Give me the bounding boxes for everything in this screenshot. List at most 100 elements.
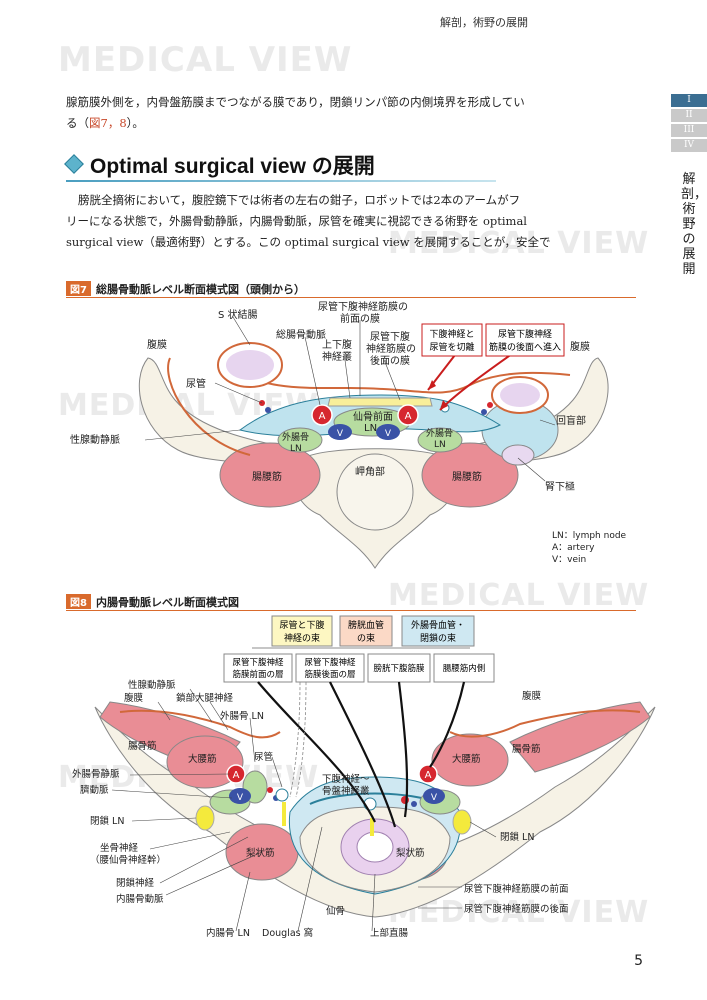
label-sheath-back: 後面の膜 — [370, 354, 410, 367]
artery-label: A — [405, 411, 412, 422]
chapter-tab-3[interactable]: III — [671, 124, 707, 137]
label-cecum: 回盲部 — [556, 414, 586, 427]
label-ext-vein: 外腸骨静脈 — [72, 768, 120, 780]
label-gonadal: 性腺動静脈 — [70, 433, 120, 446]
bundle-box-text: 神経の束 — [284, 632, 320, 644]
vein-right — [376, 424, 400, 440]
layer-box-text: 尿管下腹神経 — [232, 657, 284, 668]
bundle-box-ureter — [271, 615, 333, 647]
artery-right — [397, 404, 419, 426]
label-psoas-right: 大腰筋 — [452, 753, 481, 765]
label-sacral-ln: LN — [364, 423, 377, 434]
figure8-number: 図8 — [66, 594, 91, 609]
label-ext-ln-right: 外腸骨 — [426, 427, 453, 439]
layer-box-text: 筋膜前面の層 — [232, 669, 283, 680]
callout-text: 筋膜の後面へ進入 — [489, 341, 561, 353]
bundle-box-bladder — [339, 615, 393, 647]
vein-left — [328, 424, 352, 440]
figure8-diagram: 尿管と下腹 神経の束 膀胱血管 の束 外腸骨血管・ 閉鎖の束 尿管下腹神経 筋膜… — [72, 615, 656, 939]
label-sheath-back: 神経筋膜の — [366, 342, 416, 355]
label-douglas: Douglas 窩 — [262, 927, 313, 939]
chapter-tab-2[interactable]: II — [671, 109, 707, 122]
bundle-box-external — [401, 615, 475, 647]
chapter-tabs: I II III IV — [671, 94, 707, 154]
label-hypogastric: 上下腹 — [322, 338, 352, 351]
callout-text: 下腹神経と — [429, 328, 474, 340]
hypogastric-sheath — [327, 397, 433, 407]
label-psoas-left: 腸腰筋 — [252, 470, 282, 483]
vertebral-body — [336, 453, 414, 531]
label-int-ln: 内腸骨 LN — [206, 927, 250, 939]
obturator-ln-right — [452, 809, 472, 835]
bundle-box-text: 閉鎖の束 — [420, 632, 456, 644]
label-femoral-nerve: 鎖部大腿神経 — [176, 692, 234, 704]
label-ext-ln-left: 外腸骨 — [282, 431, 309, 443]
callout-box — [421, 323, 483, 357]
label-psoas-right: 腸腰筋 — [452, 470, 482, 483]
label-rectum: 上部直腸 — [370, 927, 409, 939]
figure8-rule — [66, 610, 636, 611]
muscle-right — [509, 701, 651, 773]
chapter-tab-4[interactable]: IV — [671, 139, 707, 152]
artery-left — [311, 404, 333, 426]
figure7-diagram: A V A V 下腹神経と 尿管を切離 尿管下腹神経 筋膜の後面へ進入 腹膜 S… — [70, 300, 627, 569]
ext-iliac-lymph-node-right — [417, 427, 463, 453]
peritoneum-line — [119, 709, 281, 739]
layer-box — [223, 653, 293, 683]
label-sacral-ln: 仙骨前面 — [353, 410, 393, 423]
label-peritoneum-left: 腹膜 — [124, 692, 144, 704]
label-common-iliac: 総腸骨動脈 — [276, 328, 326, 341]
psoas-left — [166, 735, 244, 789]
vein-label: V — [431, 793, 438, 803]
label-ureter: 尿管 — [254, 751, 273, 763]
bundle-box-text: 外腸骨血管・ — [411, 619, 465, 631]
psoas-left — [219, 442, 321, 508]
section-underline — [66, 180, 496, 182]
label-piriformis-right: 梨状筋 — [396, 847, 425, 859]
label-ext-ln-left: LN — [290, 444, 302, 454]
label-umbilical: 臍動脈 — [80, 784, 109, 796]
paragraph-line: 膀胱全摘術において，腹腔鏡下では術者の左右の鉗子，ロボットでは2本のアームがフ — [78, 193, 521, 207]
layer-box-text: 膀胱下腹筋膜 — [373, 663, 425, 674]
section-title: Optimal surgical view の展開 — [90, 155, 375, 178]
label-sacrum: 仙骨 — [326, 905, 345, 917]
bundle-arrow — [397, 681, 409, 818]
kidney-lower-pole — [501, 444, 535, 466]
layer-box-text: 尿管下腹神経 — [304, 657, 356, 668]
bundle-arrow — [257, 681, 376, 823]
artery-label: A — [319, 411, 326, 422]
label-peritoneum-left: 腹膜 — [147, 338, 167, 351]
legend-artery: A：artery — [552, 543, 595, 553]
bundle-arrow — [329, 681, 397, 828]
label-psoas-left: 大腰筋 — [188, 753, 217, 765]
label-sciatic: （腰仙骨神経幹） — [90, 854, 166, 866]
artery-label: A — [233, 770, 240, 781]
legend-vein: V：vein — [552, 555, 586, 565]
label-ext-ln-right: LN — [434, 440, 446, 450]
layer-box — [433, 653, 495, 683]
intro-line: 腺筋膜外側を，内骨盤筋膜までつながる膜であり，閉鎖リンパ節の内側境界を形成してい — [66, 95, 525, 109]
label-pelvic-nerve: 下腹神経～ — [322, 773, 370, 785]
label-hypogastric: 神経叢 — [322, 350, 352, 363]
chapter-tab-1[interactable]: I — [671, 94, 707, 107]
psoas-right — [421, 442, 519, 508]
watermark: MEDICAL VIEW — [58, 40, 353, 80]
label-back-layer: 尿管下腹神経筋膜の後面 — [464, 903, 569, 915]
section-paragraph: 膀胱全摘術において，腹腔鏡下では術者の左右の鉗子，ロボットでは2本のアームがフ … — [66, 190, 636, 253]
label-sheath-front: 尿管下腹神経筋膜の — [318, 300, 408, 313]
callout-text: 尿管を切離 — [429, 341, 474, 353]
bundle-box-text: 尿管と下腹 — [279, 619, 324, 631]
paragraph-line: surgical view（最適術野）とする。この optimal surgic… — [66, 235, 551, 249]
label-sciatic: 坐骨神経 — [100, 842, 139, 854]
vein-label: V — [385, 429, 392, 439]
vein-label: V — [337, 429, 344, 439]
label-gonadal: 性腺動静脈 — [128, 679, 176, 691]
intro-text: る（ — [66, 116, 89, 130]
running-header: 解剖，術野の展開 — [440, 16, 528, 29]
intro-paragraph: 腺筋膜外側を，内骨盤筋膜までつながる膜であり，閉鎖リンパ節の内側境界を形成してい… — [66, 92, 636, 134]
artery-right — [418, 764, 438, 784]
vertical-chapter-label: 解剖，術野の展開 — [681, 172, 707, 277]
label-obturator-ln: 閉鎖 LN — [90, 815, 124, 827]
legend-ln: LN：lymph node — [552, 531, 627, 541]
vein-left — [229, 788, 251, 804]
